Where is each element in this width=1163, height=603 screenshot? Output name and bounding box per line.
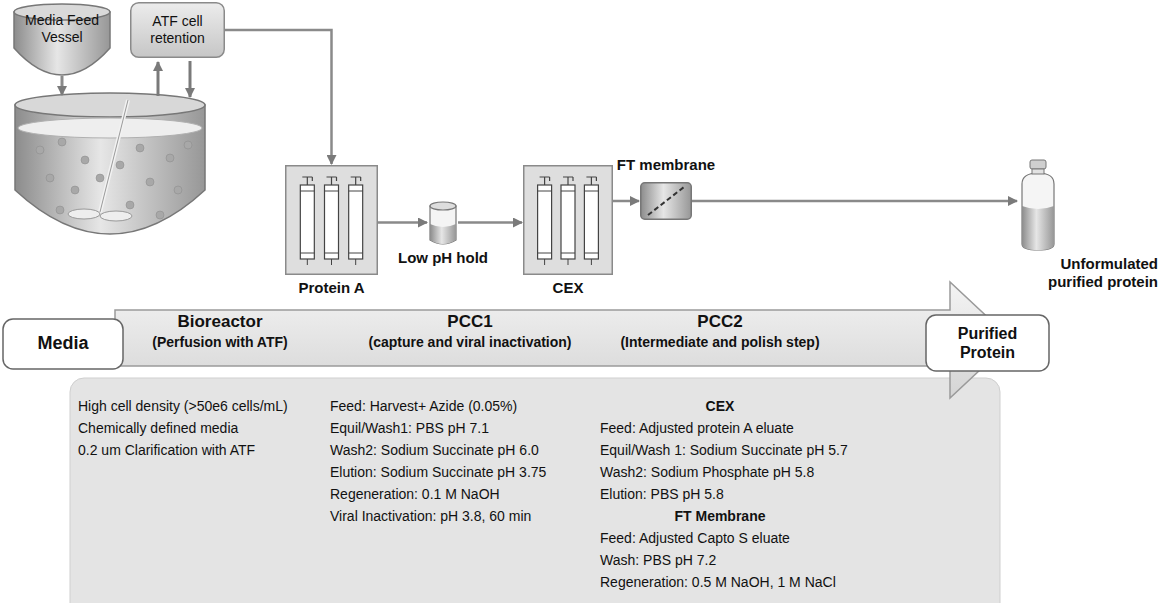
process-arrow: Bioreactor(Perfusion with ATF)PCC1(captu… <box>115 282 1015 398</box>
end-box: Purified Protein <box>925 314 1050 372</box>
membrane-outline <box>640 182 692 220</box>
text-placement: Wash2: Sodium Phosphate pH 5.8 <box>600 464 900 481</box>
heading-label: (Perfusion with ATF) <box>100 334 340 351</box>
text-placement: Feed: Harvest+ Azide (0.05%) <box>330 398 590 415</box>
node-text: Elution: Sodium Succinate pH 3.75 <box>330 464 590 481</box>
text-placement: Feed: Adjusted Capto S eluate <box>600 530 900 547</box>
heading-label: (capture and viral inactivation) <box>320 334 620 351</box>
node-text: Viral Inactivation: pH 3.8, 60 min <box>330 508 590 525</box>
heading-label: Bioreactor <box>110 312 330 332</box>
text-placement: Equil/Wash 1: Sodium Succinate pH 5.7 <box>600 442 900 459</box>
heading-label: PCC1 <box>360 312 580 332</box>
heading-label: (Intermediate and polish step) <box>570 334 870 351</box>
heading-label: CEX <box>518 279 618 297</box>
text-placement: Purified Protein <box>933 324 1043 362</box>
text-placement: (Intermediate and polish step) <box>570 334 870 351</box>
low-ph-vessel: Low pH hold <box>428 200 458 245</box>
heading-label: FT Membrane <box>620 508 820 525</box>
text-placement: Bioreactor <box>110 312 330 332</box>
text-placement: Feed: Adjusted protein A eluate <box>600 420 900 437</box>
flow-connector <box>225 30 332 164</box>
text-placement: Media Feed Vessel <box>24 12 100 46</box>
text-placement: PCC1 <box>360 312 580 332</box>
atf-box: ATF cell retention <box>130 2 225 58</box>
text-placement: PCC2 <box>610 312 830 332</box>
node-text: Regeneration: 0.5 M NaOH, 1 M NaCl <box>600 574 900 591</box>
jar-outline <box>428 200 458 245</box>
heading-label: Media <box>8 333 118 355</box>
retentate-arrow <box>157 62 160 96</box>
heading-label: FT membrane <box>601 156 731 174</box>
heading-label: Purified Protein <box>933 324 1043 362</box>
text-placement: Media <box>8 333 118 355</box>
node-text: High cell density (>50e6 cells/mL) <box>78 398 328 415</box>
text-placement: CEX <box>518 279 618 297</box>
white-outline <box>925 314 1050 372</box>
product-bottle: Unformulated purified protein <box>1018 160 1058 250</box>
heading-label: CEX <box>620 398 820 415</box>
node-text: Equil/Wash 1: Sodium Succinate pH 5.7 <box>600 442 900 459</box>
bottle-outline <box>1018 160 1058 250</box>
text-placement: (capture and viral inactivation) <box>320 334 620 351</box>
text-placement: Equil/Wash1: PBS pH 7.1 <box>330 420 590 437</box>
text-placement: FT membrane <box>601 156 731 174</box>
text-placement: 0.2 um Clarification with ATF <box>78 442 328 459</box>
text-placement: Elution: Sodium Succinate pH 3.75 <box>330 464 590 481</box>
node-text: Elution: PBS pH 5.8 <box>600 486 900 503</box>
text-placement: ATF cell retention <box>135 13 220 47</box>
heading-label: Low pH hold <box>383 249 503 267</box>
node-text: Feed: Harvest+ Azide (0.05%) <box>330 398 590 415</box>
text-placement: CEX <box>620 398 820 415</box>
columns-outline <box>285 165 378 275</box>
text-placement: Viral Inactivation: pH 3.8, 60 min <box>330 508 590 525</box>
text-placement: Wash: PBS pH 7.2 <box>600 552 900 569</box>
text-placement: Protein A <box>262 279 402 297</box>
node-text: Feed: Adjusted protein A eluate <box>600 420 900 437</box>
heading-label: Protein A <box>262 279 402 297</box>
cex-columns: CEX <box>523 165 613 275</box>
node-text: Media Feed Vessel <box>24 12 100 46</box>
protein-a-columns: Protein A <box>285 165 378 275</box>
text-placement: Unformulated purified protein <box>1008 255 1158 291</box>
node-text: Chemically defined media <box>78 420 328 437</box>
conditions-panel: High cell density (>50e6 cells/mL) Chemic… <box>70 378 1000 603</box>
text-placement: Low pH hold <box>383 249 503 267</box>
bioreactor-vessel <box>15 93 205 244</box>
columns-outline <box>523 165 613 275</box>
start-box: Media <box>2 318 124 370</box>
text-placement: Regeneration: 0.1 M NaOH <box>330 486 590 503</box>
feed-arrow <box>61 76 64 95</box>
text-placement: Wash2: Sodium Succinate pH 6.0 <box>330 442 590 459</box>
text-placement: Chemically defined media <box>78 420 328 437</box>
node-text: 0.2 um Clarification with ATF <box>78 442 328 459</box>
text-placement: (Perfusion with ATF) <box>100 334 340 351</box>
text-placement: Elution: PBS pH 5.8 <box>600 486 900 503</box>
node-text: Wash2: Sodium Phosphate pH 5.8 <box>600 464 900 481</box>
text-placement: Regeneration: 0.5 M NaOH, 1 M NaCl <box>600 574 900 591</box>
node-text: Wash: PBS pH 7.2 <box>600 552 900 569</box>
flow-connector <box>613 200 639 203</box>
text-placement: High cell density (>50e6 cells/mL) <box>78 398 328 415</box>
text-placement: FT Membrane <box>620 508 820 525</box>
flow-connector <box>692 200 1017 203</box>
heading-label: Unformulated purified protein <box>1008 255 1158 291</box>
node-text: ATF cell retention <box>135 13 220 47</box>
node-text: Feed: Adjusted Capto S eluate <box>600 530 900 547</box>
node-text: Wash2: Sodium Succinate pH 6.0 <box>330 442 590 459</box>
feed-vessel: Media Feed Vessel <box>12 2 112 90</box>
node-text: Regeneration: 0.1 M NaOH <box>330 486 590 503</box>
return-arrow <box>189 61 192 97</box>
heading-label: PCC2 <box>610 312 830 332</box>
node-text: Equil/Wash1: PBS pH 7.1 <box>330 420 590 437</box>
flow-connector <box>458 221 522 224</box>
flow-connector <box>378 221 427 224</box>
ft-membrane: FT membrane <box>640 182 692 220</box>
